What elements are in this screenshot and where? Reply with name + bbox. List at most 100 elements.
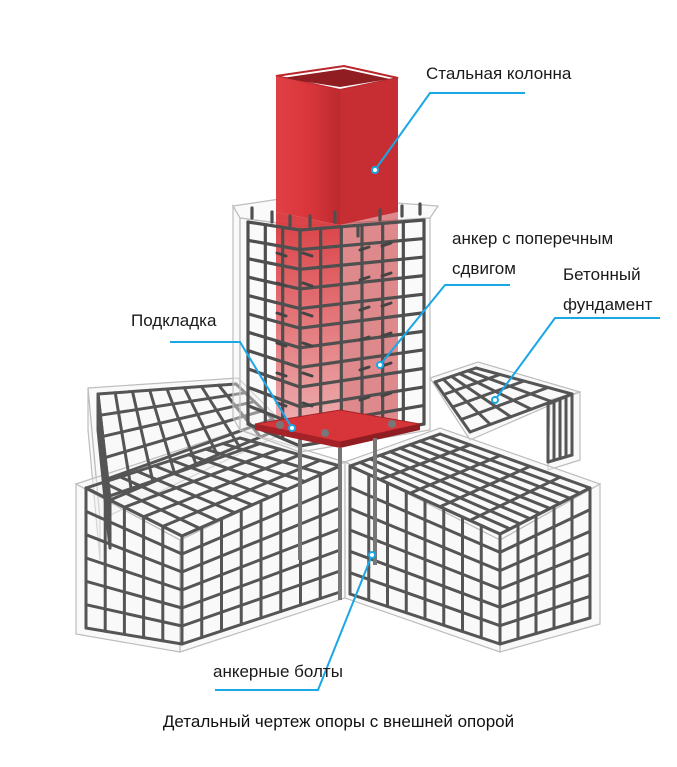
rebar-bar	[498, 594, 592, 628]
rebar-bar	[498, 573, 592, 609]
rebar-bar	[101, 400, 256, 438]
shear-stud	[301, 341, 314, 348]
shear-stud	[301, 311, 314, 318]
rebar-bar	[408, 454, 502, 495]
rebar-bar	[103, 442, 262, 500]
shear-stud-anchors	[275, 241, 393, 408]
pedestal-rebar-bar	[246, 257, 302, 271]
shear-stud	[301, 251, 314, 258]
shear-stud	[380, 331, 393, 338]
rebar-bar	[451, 379, 526, 409]
rebar-bar	[122, 447, 282, 509]
rebar-bar	[170, 458, 272, 499]
rebar-cages	[84, 366, 592, 646]
pedestal-rebar-bar	[246, 330, 302, 350]
shear-stud	[275, 401, 288, 408]
shear-stud	[380, 241, 393, 248]
rebar-bar	[84, 556, 184, 592]
rebar-bar	[498, 551, 592, 591]
rebar-bar	[96, 428, 112, 550]
figure-caption: Детальный чертеж опоры с внешней опорой	[162, 712, 515, 731]
shear-stud	[275, 371, 288, 378]
rebar-bar	[96, 382, 238, 396]
shear-stud	[358, 275, 371, 282]
label-shear-anchor-line1: анкер с поперечным	[452, 229, 614, 248]
shear-stud	[380, 391, 393, 398]
leader-anchor-bolts	[215, 554, 373, 691]
rebar-bar	[84, 486, 184, 538]
rebar-bar	[438, 432, 592, 490]
pedestal-rebar-bar	[298, 311, 426, 330]
rebar-bar	[84, 579, 184, 610]
leader-dots	[288, 166, 499, 559]
pedestal-rebar-bar	[298, 255, 426, 271]
rebar-bar	[200, 385, 241, 448]
pedestal-rebar-cage	[246, 202, 426, 448]
anchor-bolts	[298, 438, 377, 600]
leader-foundation	[494, 317, 660, 401]
base-plate	[254, 409, 421, 448]
rebar-bar	[165, 387, 198, 466]
rebar-bar	[106, 417, 275, 481]
shear-stud	[358, 365, 371, 372]
leader-base-plate	[170, 341, 293, 429]
rebar-bar	[182, 386, 219, 457]
rebar-bar	[468, 475, 562, 522]
rebar-bar	[388, 450, 542, 516]
leader-shear-anchor	[379, 284, 510, 366]
rebar-bar	[84, 603, 184, 628]
pedestal-rebar-bar	[246, 220, 302, 232]
shear-stud	[275, 251, 288, 258]
rebar-bar	[161, 458, 322, 528]
rebar-bar	[180, 464, 342, 538]
rebar-bar	[442, 373, 502, 396]
rebar-bar	[84, 626, 184, 646]
leader-steel-column	[374, 92, 525, 171]
rebar-bar	[238, 436, 342, 468]
rebar-bar	[96, 410, 112, 526]
rebar-bar	[398, 446, 552, 510]
rebar-bar	[204, 447, 307, 484]
pedestal-rebar-bar	[298, 366, 426, 389]
rebar-bar	[180, 569, 342, 628]
label-steel-column: Стальная колонна	[426, 64, 572, 83]
shear-stud	[301, 401, 314, 408]
shear-stud	[358, 305, 371, 312]
label-concrete-foundation-line1: Бетонный	[563, 265, 641, 284]
rebar-bar	[433, 366, 478, 384]
rebar-bar	[408, 443, 562, 505]
leader-lines	[170, 92, 660, 691]
rebar-bar	[438, 464, 532, 509]
pedestal-rebar-bar	[298, 348, 426, 370]
pedestal-rebar-bar	[246, 312, 302, 330]
pedestal-rebar-bar	[246, 293, 302, 311]
pedestal-rebar-bar	[246, 275, 302, 291]
rebar-bar	[180, 548, 342, 610]
shear-stud	[358, 395, 371, 402]
shear-stud	[358, 245, 371, 252]
rebar-bar	[84, 533, 184, 574]
rebar-bar	[98, 391, 247, 417]
shear-stud	[358, 335, 371, 342]
rebar-bar	[142, 453, 302, 519]
rebar-bar	[428, 436, 582, 495]
rebar-bar	[368, 457, 522, 526]
rebar-bar	[348, 432, 442, 468]
rebar-bar	[358, 460, 512, 531]
pedestal-rebar-bar	[298, 218, 426, 232]
rebar-bar	[180, 506, 342, 574]
rebar-bar	[348, 571, 502, 628]
rebar-bar	[101, 480, 202, 530]
rebar-bar	[84, 436, 242, 490]
rebar-bar	[152, 464, 254, 507]
pedestal-rebar-bar	[298, 292, 426, 311]
shear-stud	[275, 341, 288, 348]
rebar-bar	[187, 453, 289, 491]
shear-stud	[275, 311, 288, 318]
label-anchor-bolts: анкерные болты	[213, 662, 343, 681]
rebar-bar	[84, 509, 184, 556]
rebar-bar	[108, 426, 284, 502]
rebar-bar	[418, 439, 572, 500]
rebar-bar	[118, 475, 219, 522]
